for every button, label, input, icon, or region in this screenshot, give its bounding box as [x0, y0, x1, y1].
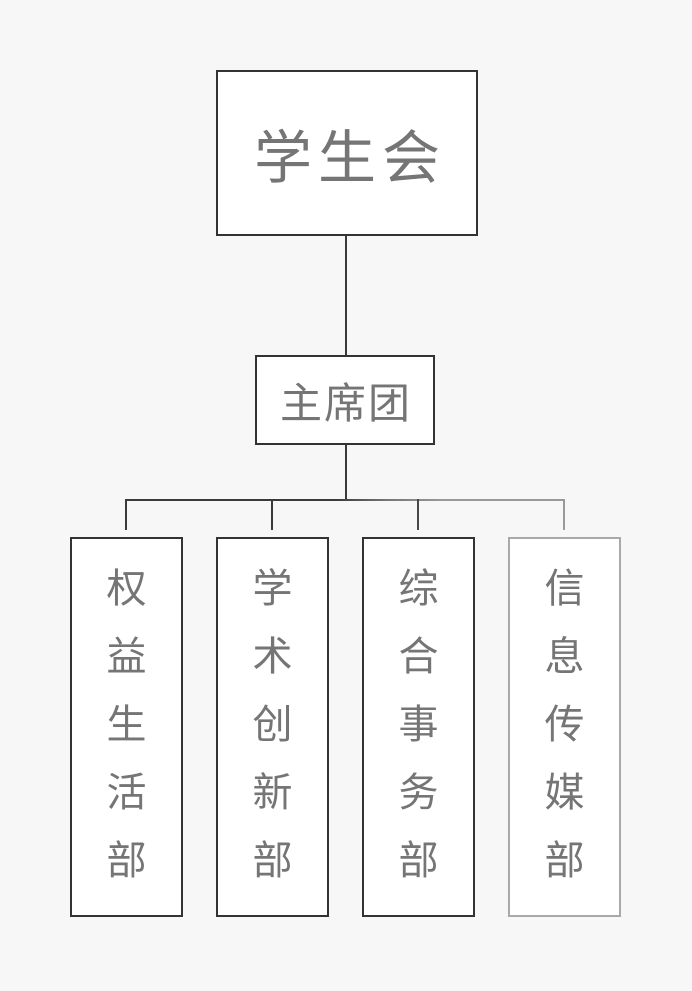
org-dept-box-rights-life: 权益生活部: [70, 537, 183, 917]
org-executive-box: 主席团: [255, 355, 435, 445]
connector-stub-dept-2: [271, 499, 273, 530]
org-dept-label: 信息传媒部: [544, 567, 585, 883]
org-dept-label: 权益生活部: [106, 567, 147, 883]
connector-root-executive: [345, 236, 347, 355]
org-dept-box-academic-innovation: 学术创新部: [216, 537, 329, 917]
connector-executive-rail: [345, 445, 347, 501]
org-dept-box-general-affairs: 综合事务部: [362, 537, 475, 917]
org-dept-label: 综合事务部: [398, 567, 439, 883]
org-executive-label: 主席团: [279, 379, 412, 427]
org-root-box: 学生会: [216, 70, 478, 236]
org-dept-box-information-media: 信息传媒部: [508, 537, 621, 917]
connector-stub-dept-3: [417, 499, 419, 530]
connector-stub-dept-1: [125, 499, 127, 530]
connector-horizontal-rail: [125, 499, 565, 501]
org-root-label: 学生会: [253, 126, 446, 191]
org-dept-label: 学术创新部: [252, 567, 293, 883]
connector-stub-dept-4: [563, 499, 565, 530]
